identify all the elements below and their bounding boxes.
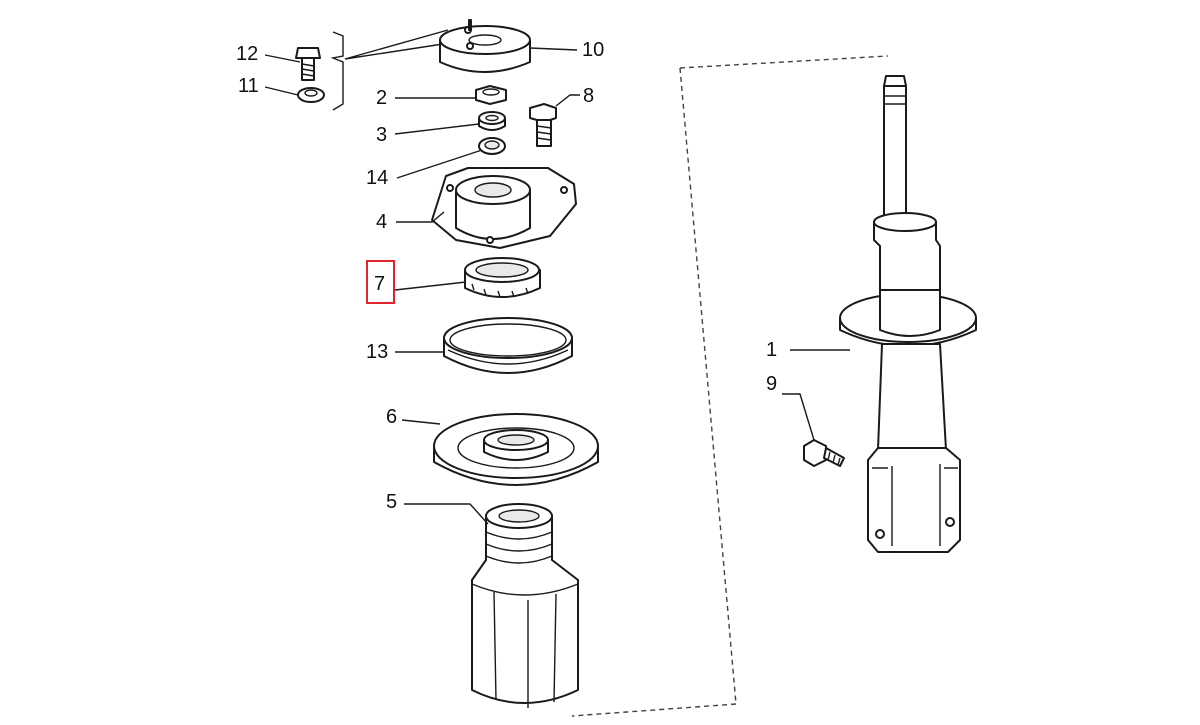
part-3-washer[interactable] <box>478 111 506 131</box>
label-11: 11 <box>238 75 259 97</box>
part-11-washer[interactable] <box>297 87 325 103</box>
part-5-boot[interactable] <box>471 503 579 708</box>
leader-lines <box>264 47 850 525</box>
label-13: 13 <box>366 341 388 363</box>
part-12-bolt[interactable] <box>295 47 321 81</box>
label-7: 7 <box>374 273 385 295</box>
leader-bracket-to-10 <box>344 29 457 60</box>
part-13-ring[interactable] <box>443 317 573 374</box>
part-9-bolt[interactable] <box>803 439 845 467</box>
label-9: 9 <box>766 373 777 395</box>
part-7-bearing[interactable] <box>464 257 541 298</box>
label-12: 12 <box>236 43 258 65</box>
highlight-box-7 <box>366 260 395 304</box>
part-6-spring-seat[interactable] <box>433 413 599 486</box>
part-1-strut[interactable] <box>839 75 977 553</box>
bracket-12-11 <box>330 31 344 111</box>
label-3: 3 <box>376 124 387 146</box>
part-10-top-mount[interactable] <box>439 19 531 73</box>
strut-group-frame <box>571 55 889 717</box>
part-14-seal[interactable] <box>478 137 506 155</box>
part-labels: 12 11 10 2 8 3 14 4 7 13 6 5 1 9 <box>236 39 777 513</box>
label-10: 10 <box>582 39 604 61</box>
part-4-upper-mount[interactable] <box>431 167 577 249</box>
part-8-bolt[interactable] <box>529 103 557 147</box>
label-2: 2 <box>376 87 387 109</box>
label-1: 1 <box>766 339 777 361</box>
label-14: 14 <box>366 167 388 189</box>
label-4: 4 <box>376 211 387 233</box>
label-8: 8 <box>583 85 594 107</box>
part-2-nut[interactable] <box>475 85 507 105</box>
label-6: 6 <box>386 406 397 428</box>
label-5: 5 <box>386 491 397 513</box>
